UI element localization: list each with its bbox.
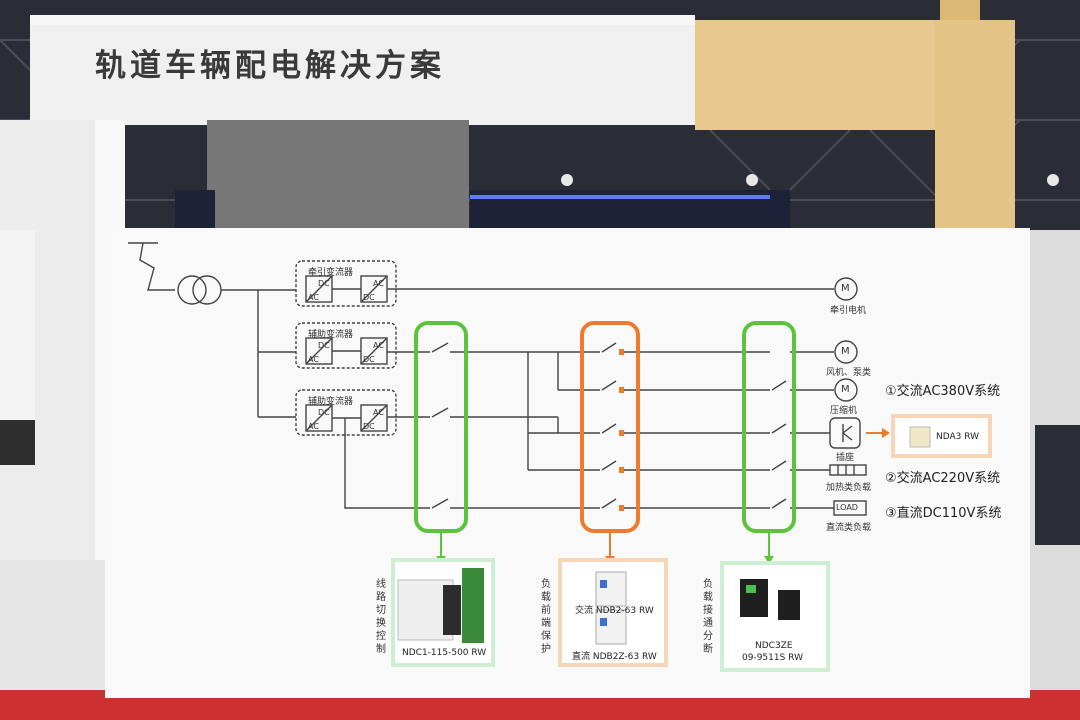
socket-icon [829, 417, 861, 449]
pantograph-icon [128, 242, 175, 291]
heater-icon [829, 464, 867, 476]
switching-description: 线路切换控制 [376, 579, 386, 655]
breaker-images [595, 571, 627, 645]
svg-text:AC: AC [308, 355, 319, 364]
relay-images [740, 579, 800, 620]
socket-product-image [909, 426, 931, 448]
fan-pump-label: 风机、泵类 [826, 368, 872, 378]
contactor-image [397, 568, 484, 643]
system-dc110-label: ③直流DC110V系统 [885, 506, 1002, 521]
system-ac380-label: ①交流AC380V系统 [885, 384, 1001, 399]
socket-product-card [891, 414, 992, 458]
compressor-label: 压缩机 [830, 406, 858, 416]
traction-motor-label: 牵引电机 [830, 306, 867, 316]
protection-model-dc: 直流 NDB2Z-63 RW [572, 652, 657, 662]
svg-text:DC: DC [363, 355, 375, 364]
svg-text:DC: DC [318, 408, 330, 417]
svg-text:AC: AC [373, 408, 384, 417]
connection-description: 负载接通分断 [703, 579, 713, 655]
svg-text:AC: AC [373, 341, 384, 350]
converter-label: 牵引变流器 [308, 268, 354, 278]
connection-model-line2: 09-9511S RW [742, 653, 803, 663]
switching-frame [414, 321, 468, 533]
system-ac220-label: ②交流AC220V系统 [885, 471, 1001, 486]
connection-product-card [720, 561, 830, 672]
svg-text:DC: DC [363, 293, 375, 302]
protection-frame [580, 321, 640, 533]
svg-text:DC: DC [363, 422, 375, 431]
connection-model-line1: NDC3ZE [755, 641, 793, 651]
svg-text:AC: AC [373, 279, 384, 288]
socket-label: 插座 [836, 453, 855, 463]
protection-model-ac: 交流 NDB2-63 RW [575, 606, 654, 616]
protection-description: 负载前端保护 [541, 579, 551, 655]
socket-product-model: NDA3 RW [936, 432, 980, 442]
dc-load-symbol: LOAD [836, 503, 858, 512]
motor-symbol: M [841, 283, 850, 294]
title-header-panel [30, 15, 695, 125]
svg-text:DC: DC [318, 279, 330, 288]
connection-frame [742, 321, 796, 533]
traction-motor-icon [834, 277, 858, 301]
grey-box [207, 120, 469, 235]
switching-model: NDC1-115-500 RW [402, 648, 487, 658]
dc-load-label: 直流类负载 [826, 523, 872, 533]
svg-text:AC: AC [308, 293, 319, 302]
fan-motor-icon [834, 340, 858, 364]
converter-label: 辅助变流器 [308, 330, 354, 340]
converter-label: 辅助变流器 [308, 397, 354, 407]
compressor-motor-icon [834, 378, 858, 402]
svg-text:DC: DC [318, 341, 330, 350]
motor-symbol: M [841, 384, 850, 395]
svg-text:AC: AC [308, 422, 319, 431]
heater-label: 加热类负载 [826, 483, 872, 493]
transformer-icon [177, 275, 207, 305]
motor-symbol: M [841, 346, 850, 357]
page-title: 轨道车辆配电解决方案 [95, 48, 445, 84]
